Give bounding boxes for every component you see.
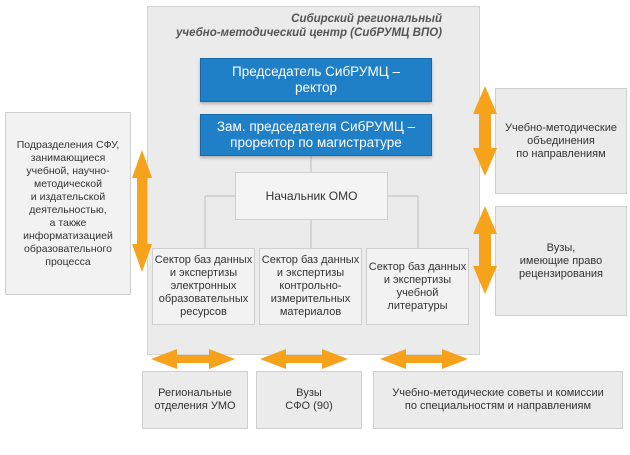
sfu-divisions-node: Подразделения СФУ, занимающиеся учебной,…	[5, 112, 131, 295]
deputy-node: Зам. председателя СибРУМЦ – проректор по…	[200, 114, 432, 156]
universities-review-node: Вузы, имеющие право рецензирования	[495, 206, 627, 316]
sector-3-node: Сектор баз данных и экспертизы учебной л…	[366, 248, 469, 325]
double-arrow-bottom-3	[380, 349, 468, 369]
umo-associations-node: Учебно-методические объединения по напра…	[495, 88, 627, 194]
double-arrow-bottom-1	[151, 349, 235, 369]
regional-umo-node: Региональные отделения УМО	[142, 371, 248, 429]
double-arrow-right-upper	[473, 86, 497, 176]
center-panel-title: Сибирский региональный учебно-методическ…	[176, 13, 442, 39]
universities-sfo-node: Вузы СФО (90)	[256, 371, 362, 429]
sector-2-node: Сектор баз данных и экспертизы контрольн…	[259, 248, 362, 325]
double-arrow-right-lower	[473, 206, 497, 294]
double-arrow-left	[132, 150, 152, 272]
sector-1-node: Сектор баз данных и экспертизы электронн…	[152, 248, 255, 325]
head-omo-node: Начальник ОМО	[235, 172, 388, 220]
councils-node: Учебно-методические советы и комиссии по…	[373, 371, 623, 429]
double-arrow-bottom-2	[260, 349, 348, 369]
chairman-node: Председатель СибРУМЦ – ректор	[200, 58, 432, 102]
